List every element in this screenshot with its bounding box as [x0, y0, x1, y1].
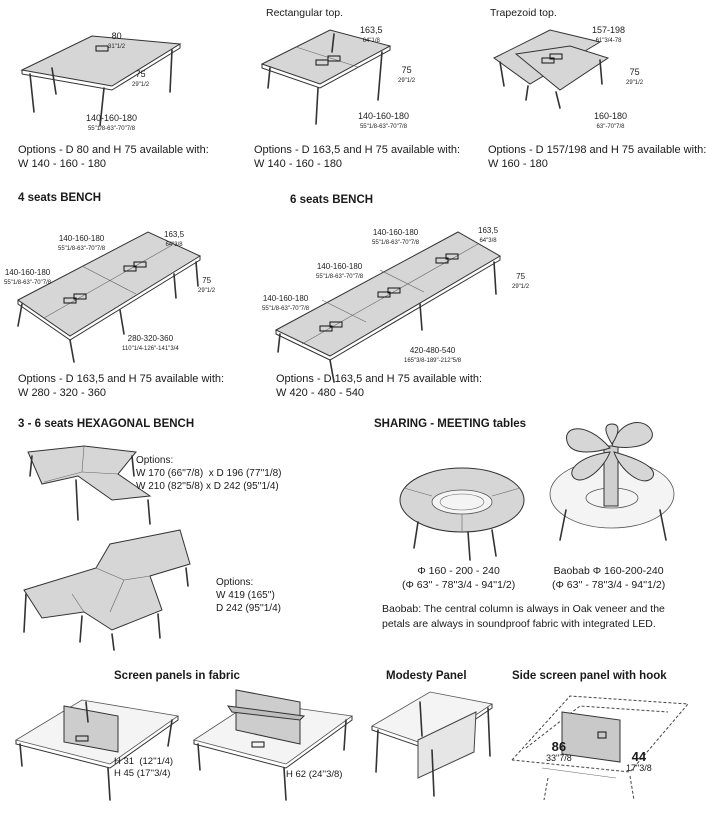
- single-desk-drawing: [20, 35, 182, 127]
- bench4-height-dim: 75 29"1/2: [198, 276, 216, 294]
- round-meeting-table-drawing: [399, 467, 525, 561]
- desk-length-dim: 140-160-180 55"1/8-63"-70"7/8: [86, 113, 138, 133]
- bench6-len1-dim: 140-160-180 55"1/8-63"-70"7/8: [372, 228, 420, 246]
- baobab-caption: Baobab Φ 160-200-240 (Φ 63'' - 78''3/4 -…: [552, 565, 666, 591]
- bench6-len2-dim: 140-160-180 55"1/8-63"-70"7/8: [316, 262, 364, 280]
- bench6-drawing: [274, 231, 501, 383]
- rect-length-dim: 140-160-180 55"1/8-63"-70"7/8: [358, 111, 410, 131]
- side-dim-b: 44 17"3/8: [626, 749, 652, 773]
- side-dim-a: 86 33"7/8: [546, 739, 572, 763]
- trap-options: Options - D 157/198 and H 75 available w…: [488, 144, 706, 170]
- rect-width-dim: 163,5 64"1/8: [360, 25, 383, 45]
- desk-height-dim: 75 29"1/2: [132, 69, 150, 89]
- bench4-title: 4 seats BENCH: [18, 192, 102, 204]
- modesty-panel-drawing: [371, 691, 494, 797]
- trap-length-dim: 160-180 63"-70"7/8: [594, 111, 628, 131]
- screen-panel-low-drawing: [14, 699, 180, 801]
- bench6-options: Options - D 163,5 and H 75 available wit…: [276, 373, 483, 399]
- bench4-total-dim: 280-320-360 110"1/4-126"-141"3/4: [122, 334, 179, 352]
- hex-options-small: Options: W 170 (66''7/8) x D 196 (77''1/…: [136, 455, 282, 492]
- bench4-width-dim: 163,5 64"3/8: [164, 230, 185, 248]
- bench4-len2-dim: 140-160-180 55"1/8-63"-70"7/8: [4, 268, 52, 286]
- screen-heights-low: H 31 (12''1/4) H 45 (17''3/4): [114, 756, 174, 779]
- screen-height-high: H 62 (24''3/8): [286, 769, 343, 780]
- bench4-len1-dim: 140-160-180 55"1/8-63"-70"7/8: [58, 234, 106, 252]
- trapezoid-top-title: Trapezoid top.: [490, 7, 557, 19]
- bench6-width-dim: 163,5 64"3/8: [478, 226, 499, 244]
- trap-height-dim: 75 29"1/2: [626, 67, 644, 87]
- hexagonal-bench-small-drawing: [27, 445, 152, 525]
- screen-panel-high-drawing: [193, 689, 354, 801]
- bench4-options: Options - D 163,5 and H 75 available wit…: [18, 373, 225, 399]
- rect-options: Options - D 163,5 and H 75 available wit…: [254, 144, 461, 170]
- hex-bench-title: 3 - 6 seats HEXAGONAL BENCH: [18, 418, 195, 430]
- desk-options: Options - D 80 and H 75 available with: …: [18, 144, 209, 170]
- rectangular-desk-drawing: [260, 29, 392, 125]
- bench4-drawing: [17, 231, 202, 363]
- round-table-caption: Φ 160 - 200 - 240 (Φ 63'' - 78''3/4 - 94…: [402, 565, 516, 591]
- trap-width-dim: 157-198 61"3/4-78: [592, 25, 626, 45]
- hex-options-large: Options: W 419 (165'') D 242 (95''1/4): [216, 577, 281, 614]
- rect-height-dim: 75 29"1/2: [398, 65, 416, 85]
- side-screen-hook-drawing: [511, 695, 690, 801]
- bench6-len3-dim: 140-160-180 55"1/8-63"-70"7/8: [262, 294, 310, 312]
- hexagonal-bench-large-drawing: [23, 529, 191, 651]
- sharing-title: SHARING - MEETING tables: [374, 418, 527, 430]
- bench6-total-dim: 420-480-540 165"3/8-189"-212"5/8: [404, 346, 462, 364]
- rectangular-top-title: Rectangular top.: [266, 7, 344, 19]
- baobab-table-drawing: [549, 422, 675, 541]
- baobab-note: Baobab: The central column is always in …: [382, 603, 665, 630]
- bench6-title: 6 seats BENCH: [290, 194, 374, 206]
- modesty-panel-title: Modesty Panel: [386, 670, 467, 682]
- trapezoid-desk-drawing: [493, 29, 610, 109]
- desk-width-dim: 80 31"1/2: [108, 31, 126, 51]
- bench6-height-dim: 75 29"1/2: [512, 272, 530, 290]
- side-screen-title: Side screen panel with hook: [512, 670, 667, 682]
- screen-panels-title: Screen panels in fabric: [114, 670, 240, 682]
